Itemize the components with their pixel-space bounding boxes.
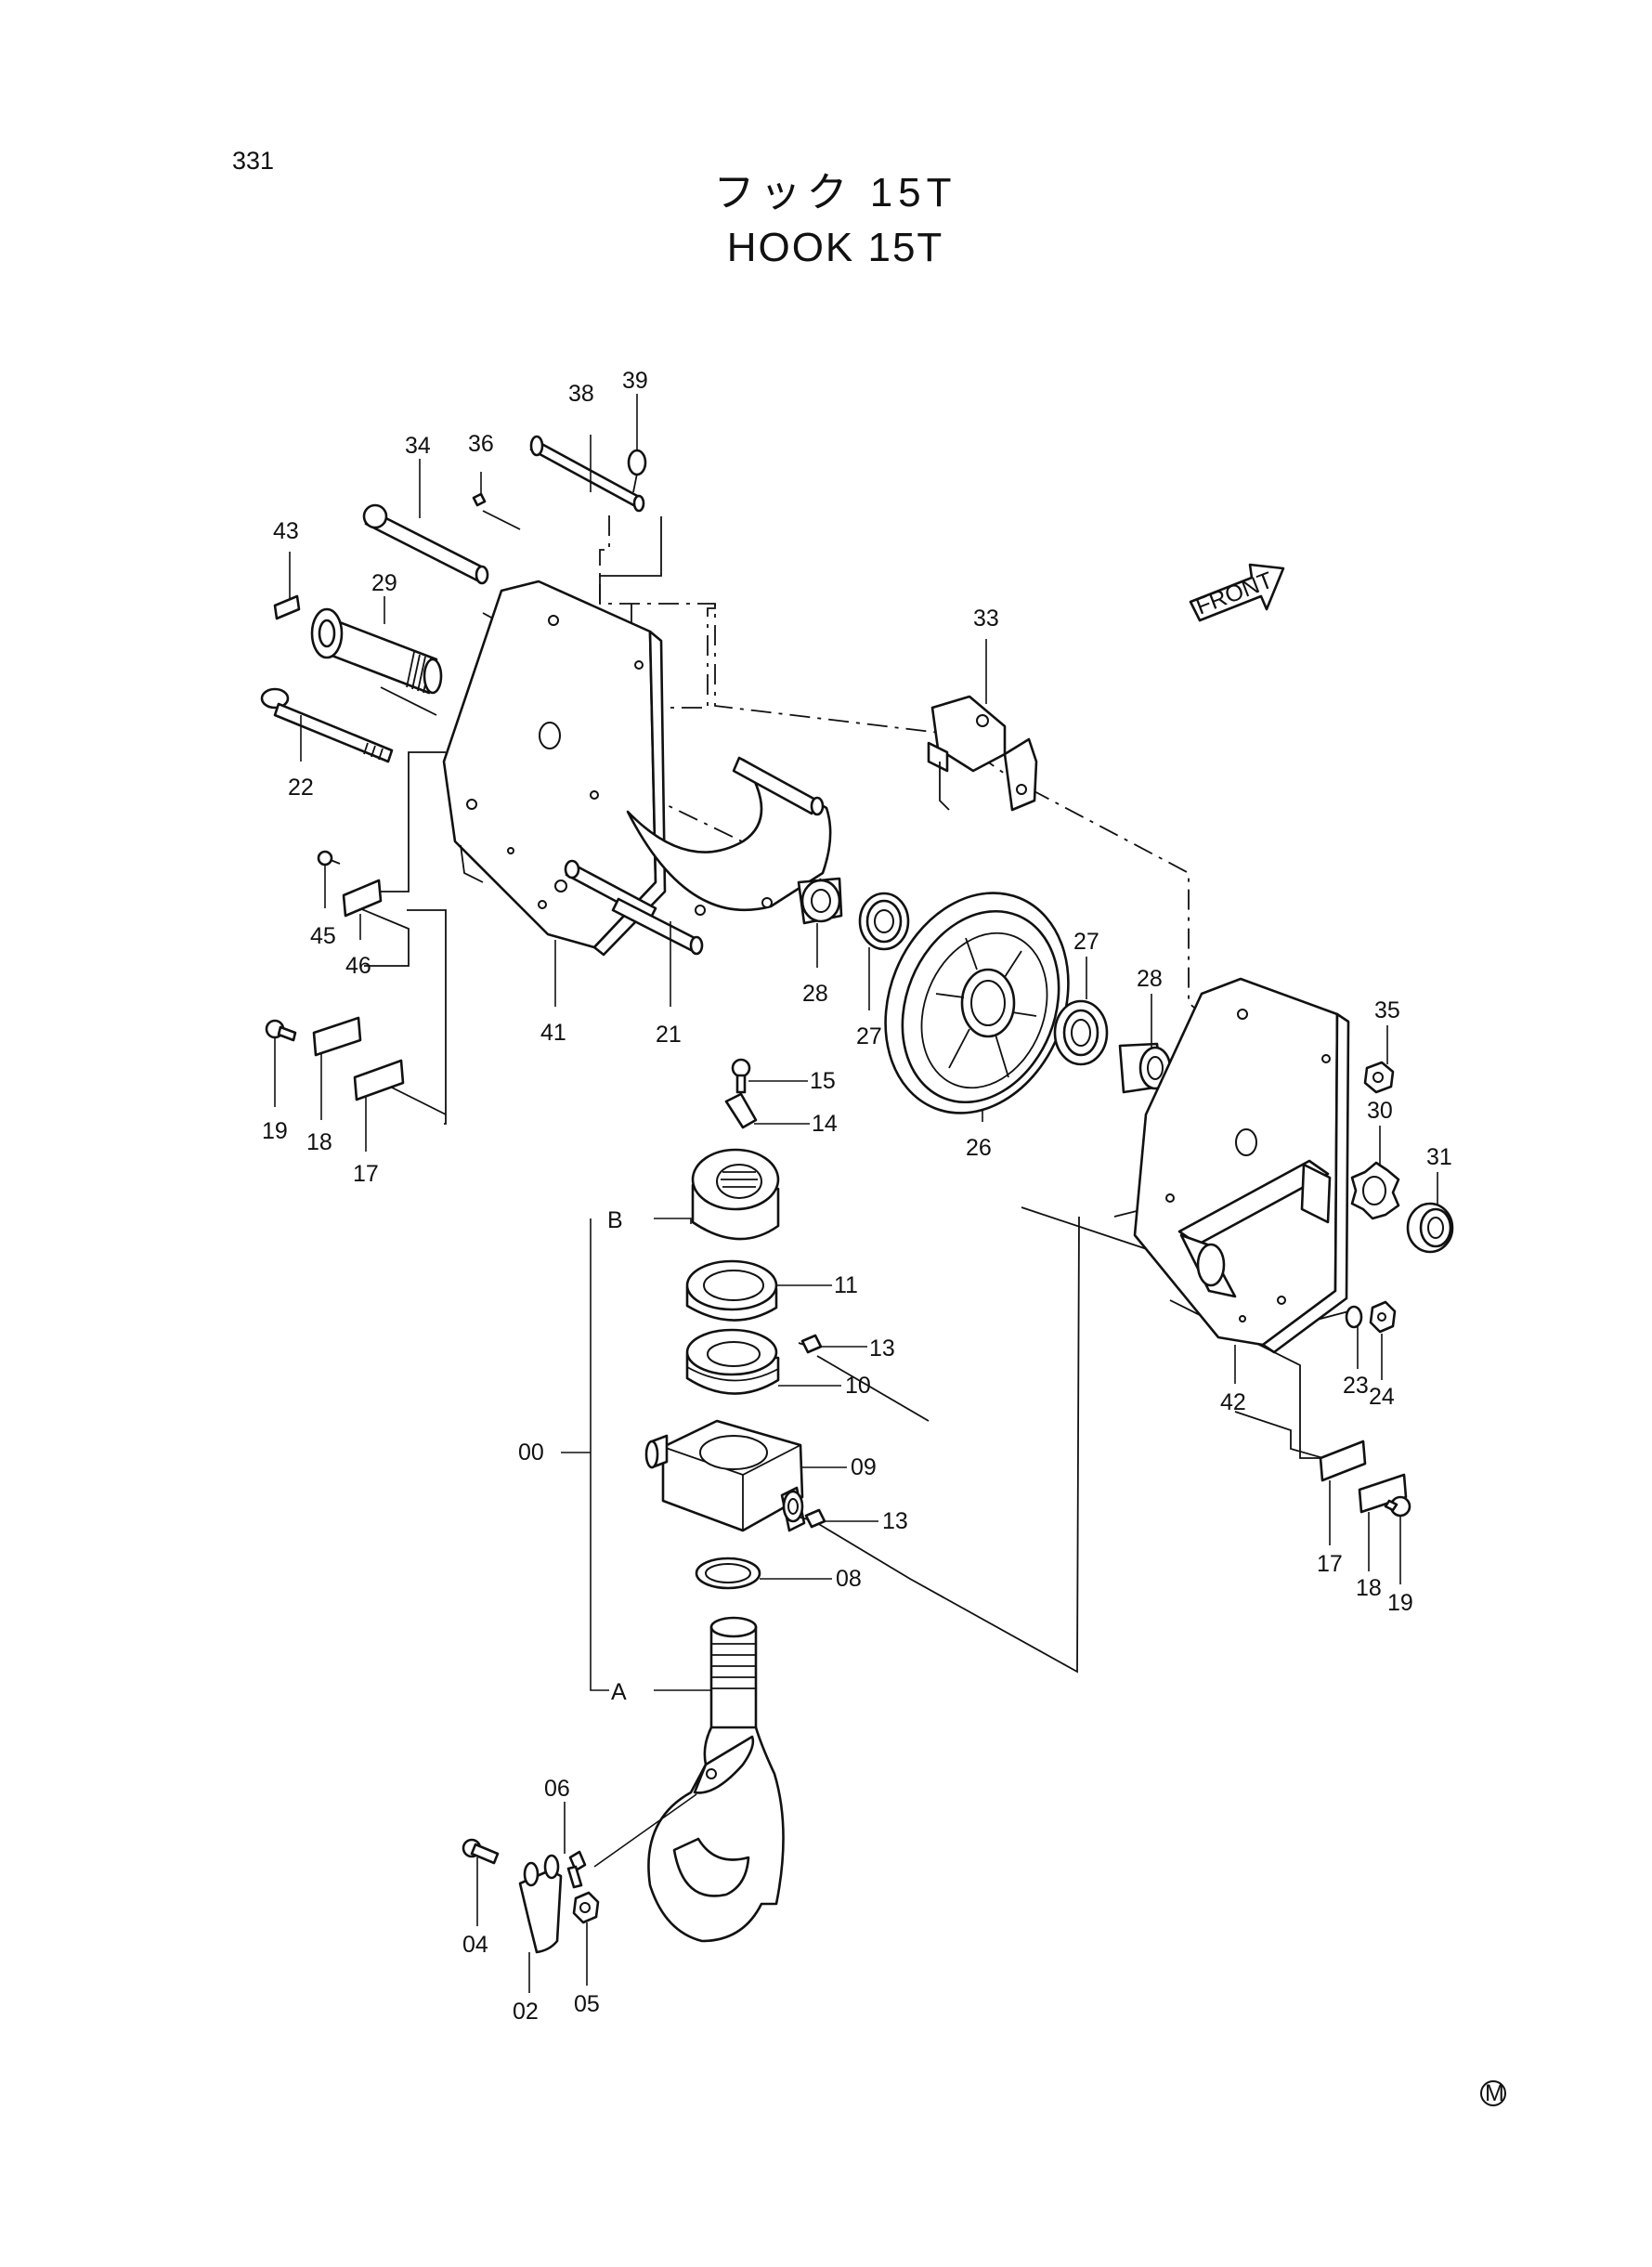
bolt-15 <box>731 1058 751 1094</box>
label-19-right: 19 <box>1387 1590 1413 1616</box>
label-18-right: 18 <box>1356 1575 1382 1601</box>
nut-31 <box>1406 1202 1454 1254</box>
screw-45 <box>317 850 341 866</box>
leader-lines <box>274 394 1438 1993</box>
label-26: 26 <box>966 1135 992 1161</box>
leader-38 <box>599 516 662 604</box>
spacer-28-left <box>797 877 843 925</box>
pin-06 <box>566 1850 587 1889</box>
bearing-27-right <box>1053 999 1109 1066</box>
label-28-right: 28 <box>1137 966 1163 992</box>
ring-08 <box>695 1557 761 1590</box>
plate-17-left <box>353 1059 405 1101</box>
side-plate-41 <box>442 580 667 957</box>
bracket-33 <box>927 695 1038 812</box>
side-plate-42 <box>1133 977 1350 1354</box>
cotter-pin-39 <box>627 449 647 493</box>
label-13-upper: 13 <box>869 1335 895 1362</box>
plate-17-right <box>1319 1440 1367 1482</box>
label-30: 30 <box>1367 1098 1393 1124</box>
front-arrow: FRONT <box>1189 563 1285 622</box>
bolt-19-left <box>265 1019 297 1042</box>
nut-24 <box>1369 1300 1397 1334</box>
label-42: 42 <box>1220 1389 1246 1415</box>
label-11: 11 <box>834 1272 858 1298</box>
nut-05 <box>572 1891 600 1924</box>
front-arrow-label: FRONT <box>1192 567 1276 620</box>
label-27-left: 27 <box>856 1023 882 1049</box>
label-05: 05 <box>574 1991 600 2017</box>
title-block: フック 15T HOOK 15T <box>0 165 1652 275</box>
label-02: 02 <box>513 1999 539 2025</box>
lock-washer-30 <box>1350 1161 1400 1220</box>
crosshead-09 <box>644 1419 806 1532</box>
lock-plate-14 <box>724 1092 758 1129</box>
washer-23 <box>1345 1305 1363 1329</box>
label-34: 34 <box>405 433 431 459</box>
label-13-lower: 13 <box>882 1508 908 1534</box>
plate-18-left <box>312 1016 362 1057</box>
label-36: 36 <box>468 431 494 457</box>
label-04: 04 <box>462 1932 488 1958</box>
thrust-bearing-10 <box>685 1328 780 1395</box>
label-A: A <box>611 1679 627 1705</box>
label-41: 41 <box>540 1020 566 1046</box>
label-29: 29 <box>371 570 397 596</box>
label-35: 35 <box>1374 997 1400 1023</box>
pin-38 <box>529 435 645 513</box>
bolt-19-right <box>1384 1495 1411 1518</box>
plate-18-right <box>1358 1473 1408 1514</box>
label-17-right: 17 <box>1317 1551 1343 1577</box>
cotter-36 <box>472 492 487 507</box>
key-43 <box>273 594 301 620</box>
corner-mark-letter: M <box>1485 2080 1504 2106</box>
title-japanese: フック 15T <box>713 170 957 215</box>
guard-21 <box>564 756 832 956</box>
label-21: 21 <box>656 1022 682 1048</box>
label-28-left: 28 <box>802 981 828 1007</box>
label-17-left: 17 <box>353 1161 379 1187</box>
nut-B <box>691 1148 780 1241</box>
label-18-left: 18 <box>306 1129 332 1155</box>
title-english: HOOK 15T <box>726 225 944 270</box>
label-45: 45 <box>310 923 336 949</box>
label-06: 06 <box>544 1776 570 1802</box>
part-labels: 38 39 34 36 43 29 33 22 45 46 41 21 28 2… <box>262 368 1452 2025</box>
shaft-29 <box>310 607 443 695</box>
label-15: 15 <box>810 1068 836 1094</box>
pin-34 <box>362 503 489 585</box>
label-22: 22 <box>288 775 314 801</box>
bolt-22 <box>260 687 394 763</box>
label-43: 43 <box>273 518 299 544</box>
label-27-right: 27 <box>1073 929 1099 955</box>
label-33: 33 <box>973 606 999 632</box>
label-B: B <box>607 1207 623 1233</box>
sheave-26 <box>884 892 1070 1114</box>
washer-11 <box>685 1259 778 1322</box>
label-39: 39 <box>622 368 648 394</box>
label-38: 38 <box>568 381 594 407</box>
grease-nipple-13-upper <box>798 1334 823 1354</box>
label-10: 10 <box>845 1373 871 1399</box>
spacer-28-right <box>1118 1042 1172 1094</box>
latch-02 <box>518 1854 563 1954</box>
plate-46 <box>342 879 383 918</box>
page-number: 331 <box>232 147 275 175</box>
label-46: 46 <box>345 953 371 979</box>
label-00: 00 <box>518 1440 544 1466</box>
nut-35 <box>1363 1061 1395 1094</box>
bearing-27-left <box>858 892 910 951</box>
label-09: 09 <box>851 1454 877 1480</box>
label-23: 23 <box>1343 1373 1369 1399</box>
label-19-left: 19 <box>262 1118 288 1144</box>
label-08: 08 <box>836 1566 862 1592</box>
label-31: 31 <box>1426 1144 1452 1170</box>
bolt-04 <box>462 1838 500 1865</box>
label-24: 24 <box>1369 1384 1395 1410</box>
label-14: 14 <box>812 1111 838 1137</box>
hook-A <box>647 1616 785 1943</box>
corner-mark: M <box>1480 2080 1506 2106</box>
